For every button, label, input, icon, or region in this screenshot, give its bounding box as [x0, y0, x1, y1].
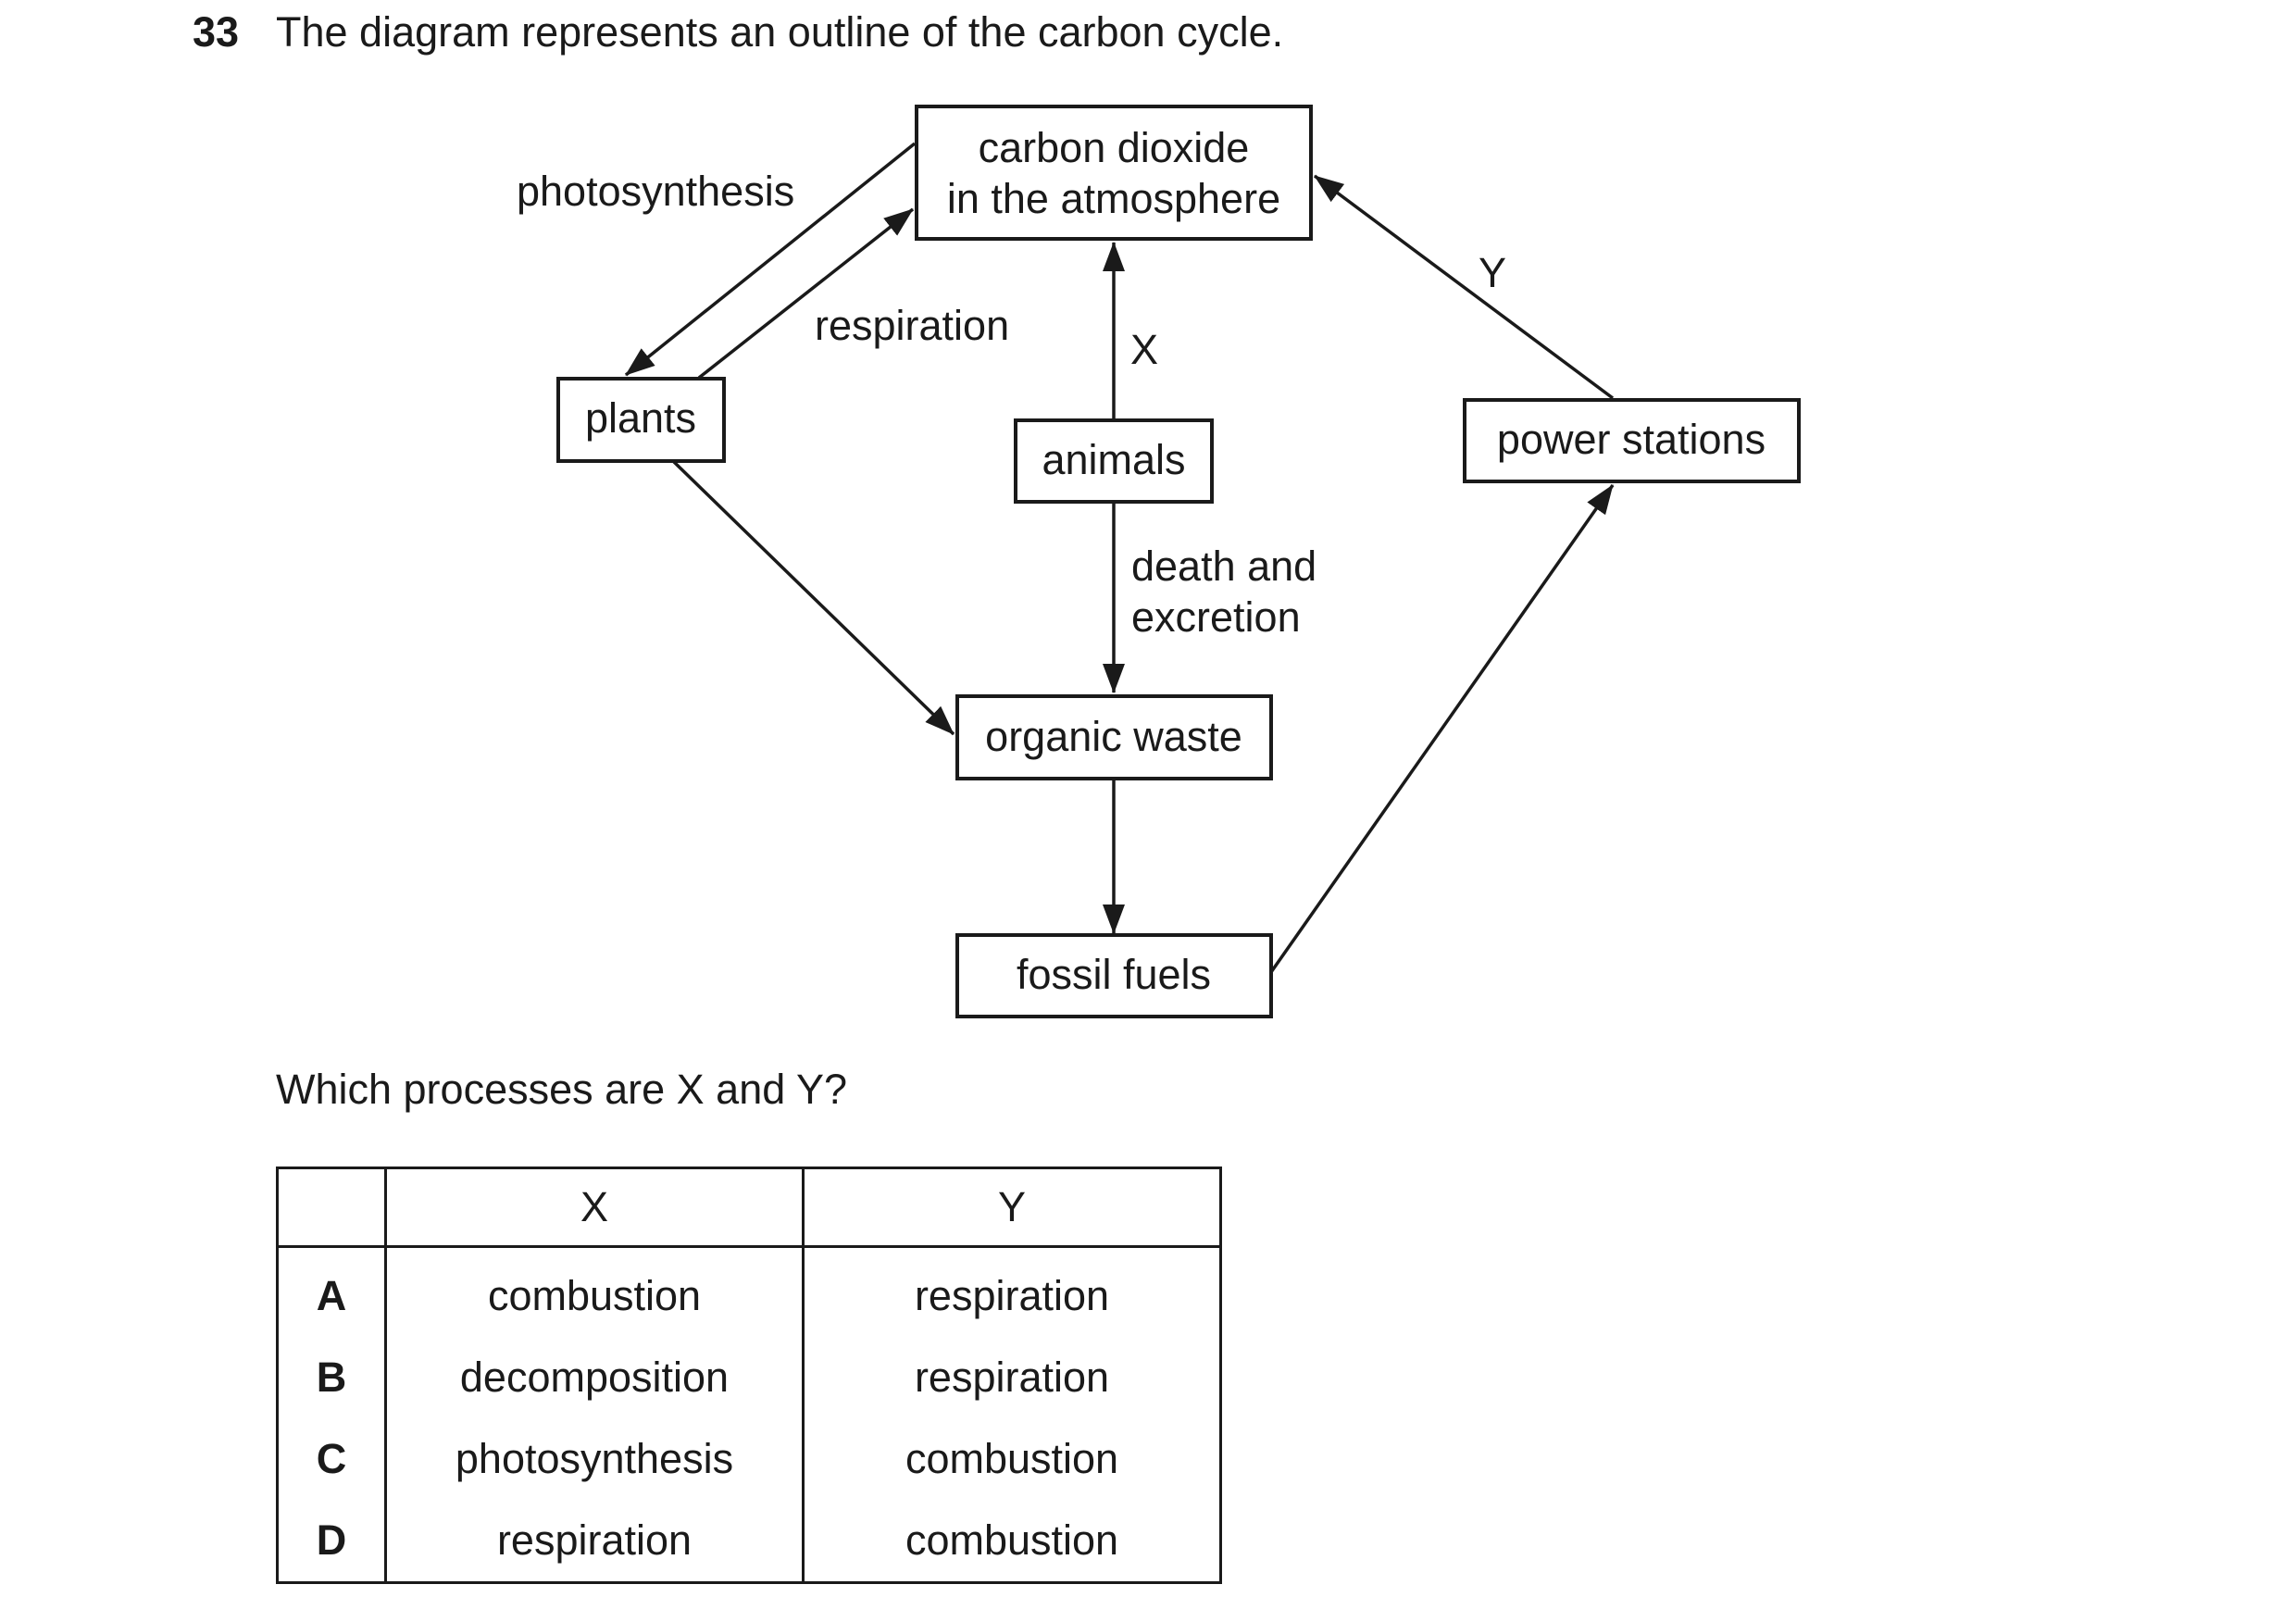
arrow-photosynthesis [624, 142, 917, 377]
fossil-fuels-box [955, 933, 1273, 1018]
option-y: respiration [802, 1337, 1222, 1418]
y-label: Y [1479, 249, 1506, 296]
x-label: X [1130, 326, 1158, 373]
animals-box [1014, 418, 1214, 504]
arrow-respiration [697, 207, 915, 380]
death-excretion-label-line2: excretion [1131, 593, 1301, 641]
power-stations-label: power stations [1497, 416, 1766, 463]
arrow-fossil-fuels-to-power-stations [1269, 483, 1615, 974]
option-x: photosynthesis [384, 1418, 805, 1500]
co2-label-line1: carbon dioxide [979, 124, 1250, 171]
option-x: respiration [384, 1500, 805, 1584]
table-row[interactable]: A combustion respiration [276, 1246, 1222, 1337]
animals-label: animals [1042, 436, 1185, 483]
option-letter: C [276, 1418, 387, 1500]
question-prompt: Which processes are X and Y? [276, 1066, 847, 1113]
table-row[interactable]: D respiration combustion [276, 1500, 1222, 1584]
header-x: X [384, 1167, 805, 1248]
co2-label-line2: in the atmosphere [947, 175, 1280, 222]
co2-box [915, 105, 1313, 241]
power-stations-box [1463, 398, 1801, 483]
respiration-label: respiration [815, 302, 1009, 349]
option-y: respiration [802, 1246, 1222, 1337]
table-row[interactable]: C photosynthesis combustion [276, 1418, 1222, 1500]
death-excretion-label-line1: death and [1131, 543, 1316, 590]
carbon-cycle-diagram: carbon dioxide in the atmosphere plants … [517, 105, 1801, 1018]
question-number: 33 [193, 8, 240, 56]
arrow-plants-to-organic-waste [671, 459, 955, 736]
option-x: combustion [384, 1246, 805, 1337]
option-x: decomposition [384, 1337, 805, 1418]
organic-waste-label: organic waste [985, 713, 1242, 760]
plants-box [556, 377, 726, 463]
header-option [276, 1167, 387, 1248]
header-y: Y [802, 1167, 1222, 1248]
plants-label: plants [585, 394, 696, 442]
answer-table: X Y A combustion respiration B decomposi… [276, 1167, 1222, 1584]
option-letter: A [276, 1246, 387, 1337]
question-text: The diagram represents an outline of the… [276, 8, 1284, 56]
option-y: combustion [802, 1500, 1222, 1584]
arrow-y [1313, 174, 1615, 400]
table-row[interactable]: B decomposition respiration [276, 1337, 1222, 1418]
option-letter: B [276, 1337, 387, 1418]
option-y: combustion [802, 1418, 1222, 1500]
photosynthesis-label: photosynthesis [517, 168, 794, 215]
fossil-fuels-label: fossil fuels [1017, 951, 1211, 998]
table-header-row: X Y [276, 1167, 1222, 1248]
organic-waste-box [955, 694, 1273, 780]
option-letter: D [276, 1500, 387, 1584]
